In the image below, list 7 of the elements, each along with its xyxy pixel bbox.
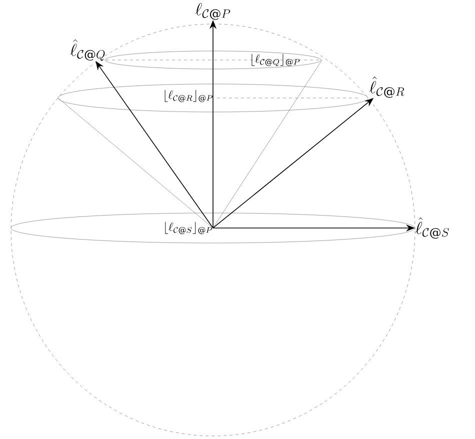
vector-label: $\hat{\ell}_{\mathcal{C}@Q}$ (70, 39, 105, 61)
vector-label: $\hat{\ell}_{\mathcal{C}@R}$ (369, 76, 404, 98)
floor-label: $\lfloor \ell_{\mathcal{C}@Q} \rfloor_{@P}$ (252, 54, 300, 66)
vector-label: $\hat{\ell}_{\mathcal{C}@S}$ (415, 217, 449, 239)
floor-label: $\lfloor \ell_{\mathcal{C}@R} \rfloor_{@P}$ (164, 90, 213, 102)
floor-label: $\lfloor \ell_{\mathcal{C}@S} \rfloor_{@P}$ (165, 222, 212, 234)
vector-label: $\ell_{\mathcal{C}@P}$ (195, 2, 230, 20)
